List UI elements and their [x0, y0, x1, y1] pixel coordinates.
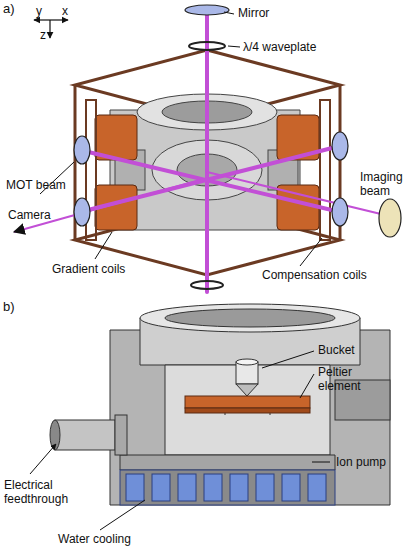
leader-lines: [40, 12, 322, 266]
cooling-channel: [204, 474, 222, 501]
compensation-coils: [320, 100, 330, 240]
chamber-housing: [120, 455, 335, 470]
leader-lines: [224, 12, 234, 14]
part-label: Compensation coils: [262, 268, 367, 282]
peltier-element: [185, 408, 310, 413]
axis-arrows: [34, 20, 68, 38]
part-label: Bucket: [318, 343, 355, 357]
laser-beams: [80, 10, 385, 292]
leader-lines: [300, 238, 322, 266]
part-label: Imaging beam: [360, 170, 410, 198]
part-label: Electrical feedthrough: [4, 478, 80, 506]
water-cooling: [120, 470, 335, 505]
bucket: [236, 359, 258, 365]
laser-beams: [205, 10, 209, 292]
peltier-element: [185, 396, 310, 408]
cooling-channel: [178, 474, 196, 501]
part-label: Camera: [8, 208, 51, 222]
leader-lines: [100, 500, 145, 530]
chamber-housing: [165, 309, 335, 327]
cooling-channel: [126, 474, 144, 501]
optics: [74, 136, 90, 164]
cooling-channel: [282, 474, 300, 501]
water-cooling: [120, 470, 335, 505]
cooling-channel: [152, 474, 170, 501]
axis-arrows: [50, 19, 68, 20]
part-label: Ion pump: [336, 455, 386, 469]
optics: [74, 198, 90, 226]
leader-lines: [300, 374, 314, 398]
cooling-channel: [256, 474, 274, 501]
panel-letter: b): [3, 300, 15, 314]
cooling-channel: [308, 474, 326, 501]
leader-lines: [228, 46, 240, 47]
leader-lines: [95, 232, 112, 259]
chamber-housing: [140, 304, 360, 332]
optics: [332, 132, 348, 160]
axis-arrows: [49, 20, 50, 38]
axis-label: z: [40, 28, 46, 42]
leader-lines: [30, 444, 56, 474]
part-label: Water cooling: [58, 532, 131, 546]
optics: [332, 198, 348, 226]
leader-lines: [30, 351, 330, 530]
optics: [185, 5, 229, 15]
axis-label: y: [36, 4, 42, 18]
part-label: Gradient coils: [52, 262, 125, 276]
chamber-housing: [110, 304, 390, 505]
part-label: Peltier element: [318, 365, 374, 393]
laser-beams: [207, 172, 385, 215]
panel-letter: a): [3, 2, 15, 16]
electrical-feedthrough: [50, 415, 127, 455]
part-label: λ/4 waveplate: [243, 40, 316, 54]
electrical-feedthrough: [55, 420, 115, 450]
part-label: MOT beam: [6, 178, 66, 192]
bucket: [236, 384, 258, 396]
axis-arrows: [34, 19, 50, 20]
cooling-channel: [230, 474, 248, 501]
optics: [191, 281, 223, 289]
leader-lines: [312, 462, 330, 463]
axis-label: x: [62, 4, 68, 18]
optics: [74, 5, 401, 289]
peltier-element: [185, 396, 310, 413]
optics: [379, 199, 401, 237]
electrical-feedthrough: [115, 415, 127, 455]
part-label: Mirror: [238, 6, 269, 20]
optics: [189, 42, 225, 50]
leader-lines: [262, 351, 314, 368]
